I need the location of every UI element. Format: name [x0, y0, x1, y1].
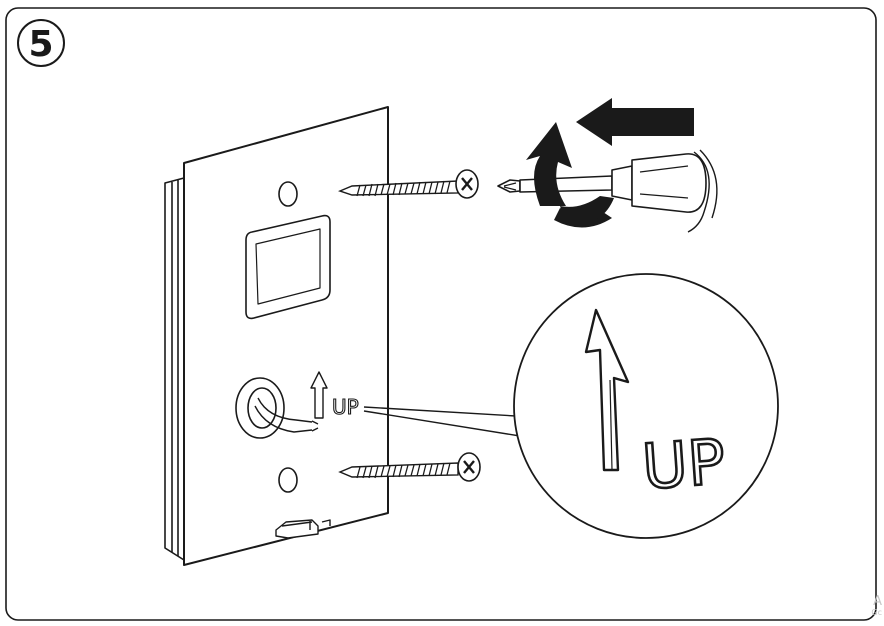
top-screw-hole — [278, 181, 298, 207]
wire — [254, 397, 319, 433]
step-frame — [5, 7, 877, 621]
step-number: 5 — [28, 24, 53, 65]
callout-up-label: UP — [640, 425, 728, 504]
screw-icon — [338, 452, 481, 482]
callout-pointer — [363, 406, 521, 437]
step-badge: 5 — [17, 19, 65, 67]
push-arrow-icon — [576, 98, 694, 146]
plate-opening — [245, 214, 331, 320]
up-arrow-icon — [310, 371, 328, 419]
watermark-line1: A — [873, 594, 882, 609]
watermark: A Gc — [871, 594, 882, 618]
bottom-screw-hole — [278, 467, 298, 493]
mounting-plate: UP — [183, 106, 389, 566]
watermark-line2: Gc — [871, 608, 882, 617]
wire-grommet — [235, 377, 285, 439]
turn-arrow-icon — [526, 122, 614, 228]
up-arrow-icon — [584, 308, 630, 472]
wall-box — [164, 177, 185, 561]
callout-magnifier: UP — [513, 273, 779, 539]
plate-up-label: UP — [332, 395, 359, 419]
screw-icon — [338, 169, 479, 199]
bottom-latch — [275, 519, 331, 539]
